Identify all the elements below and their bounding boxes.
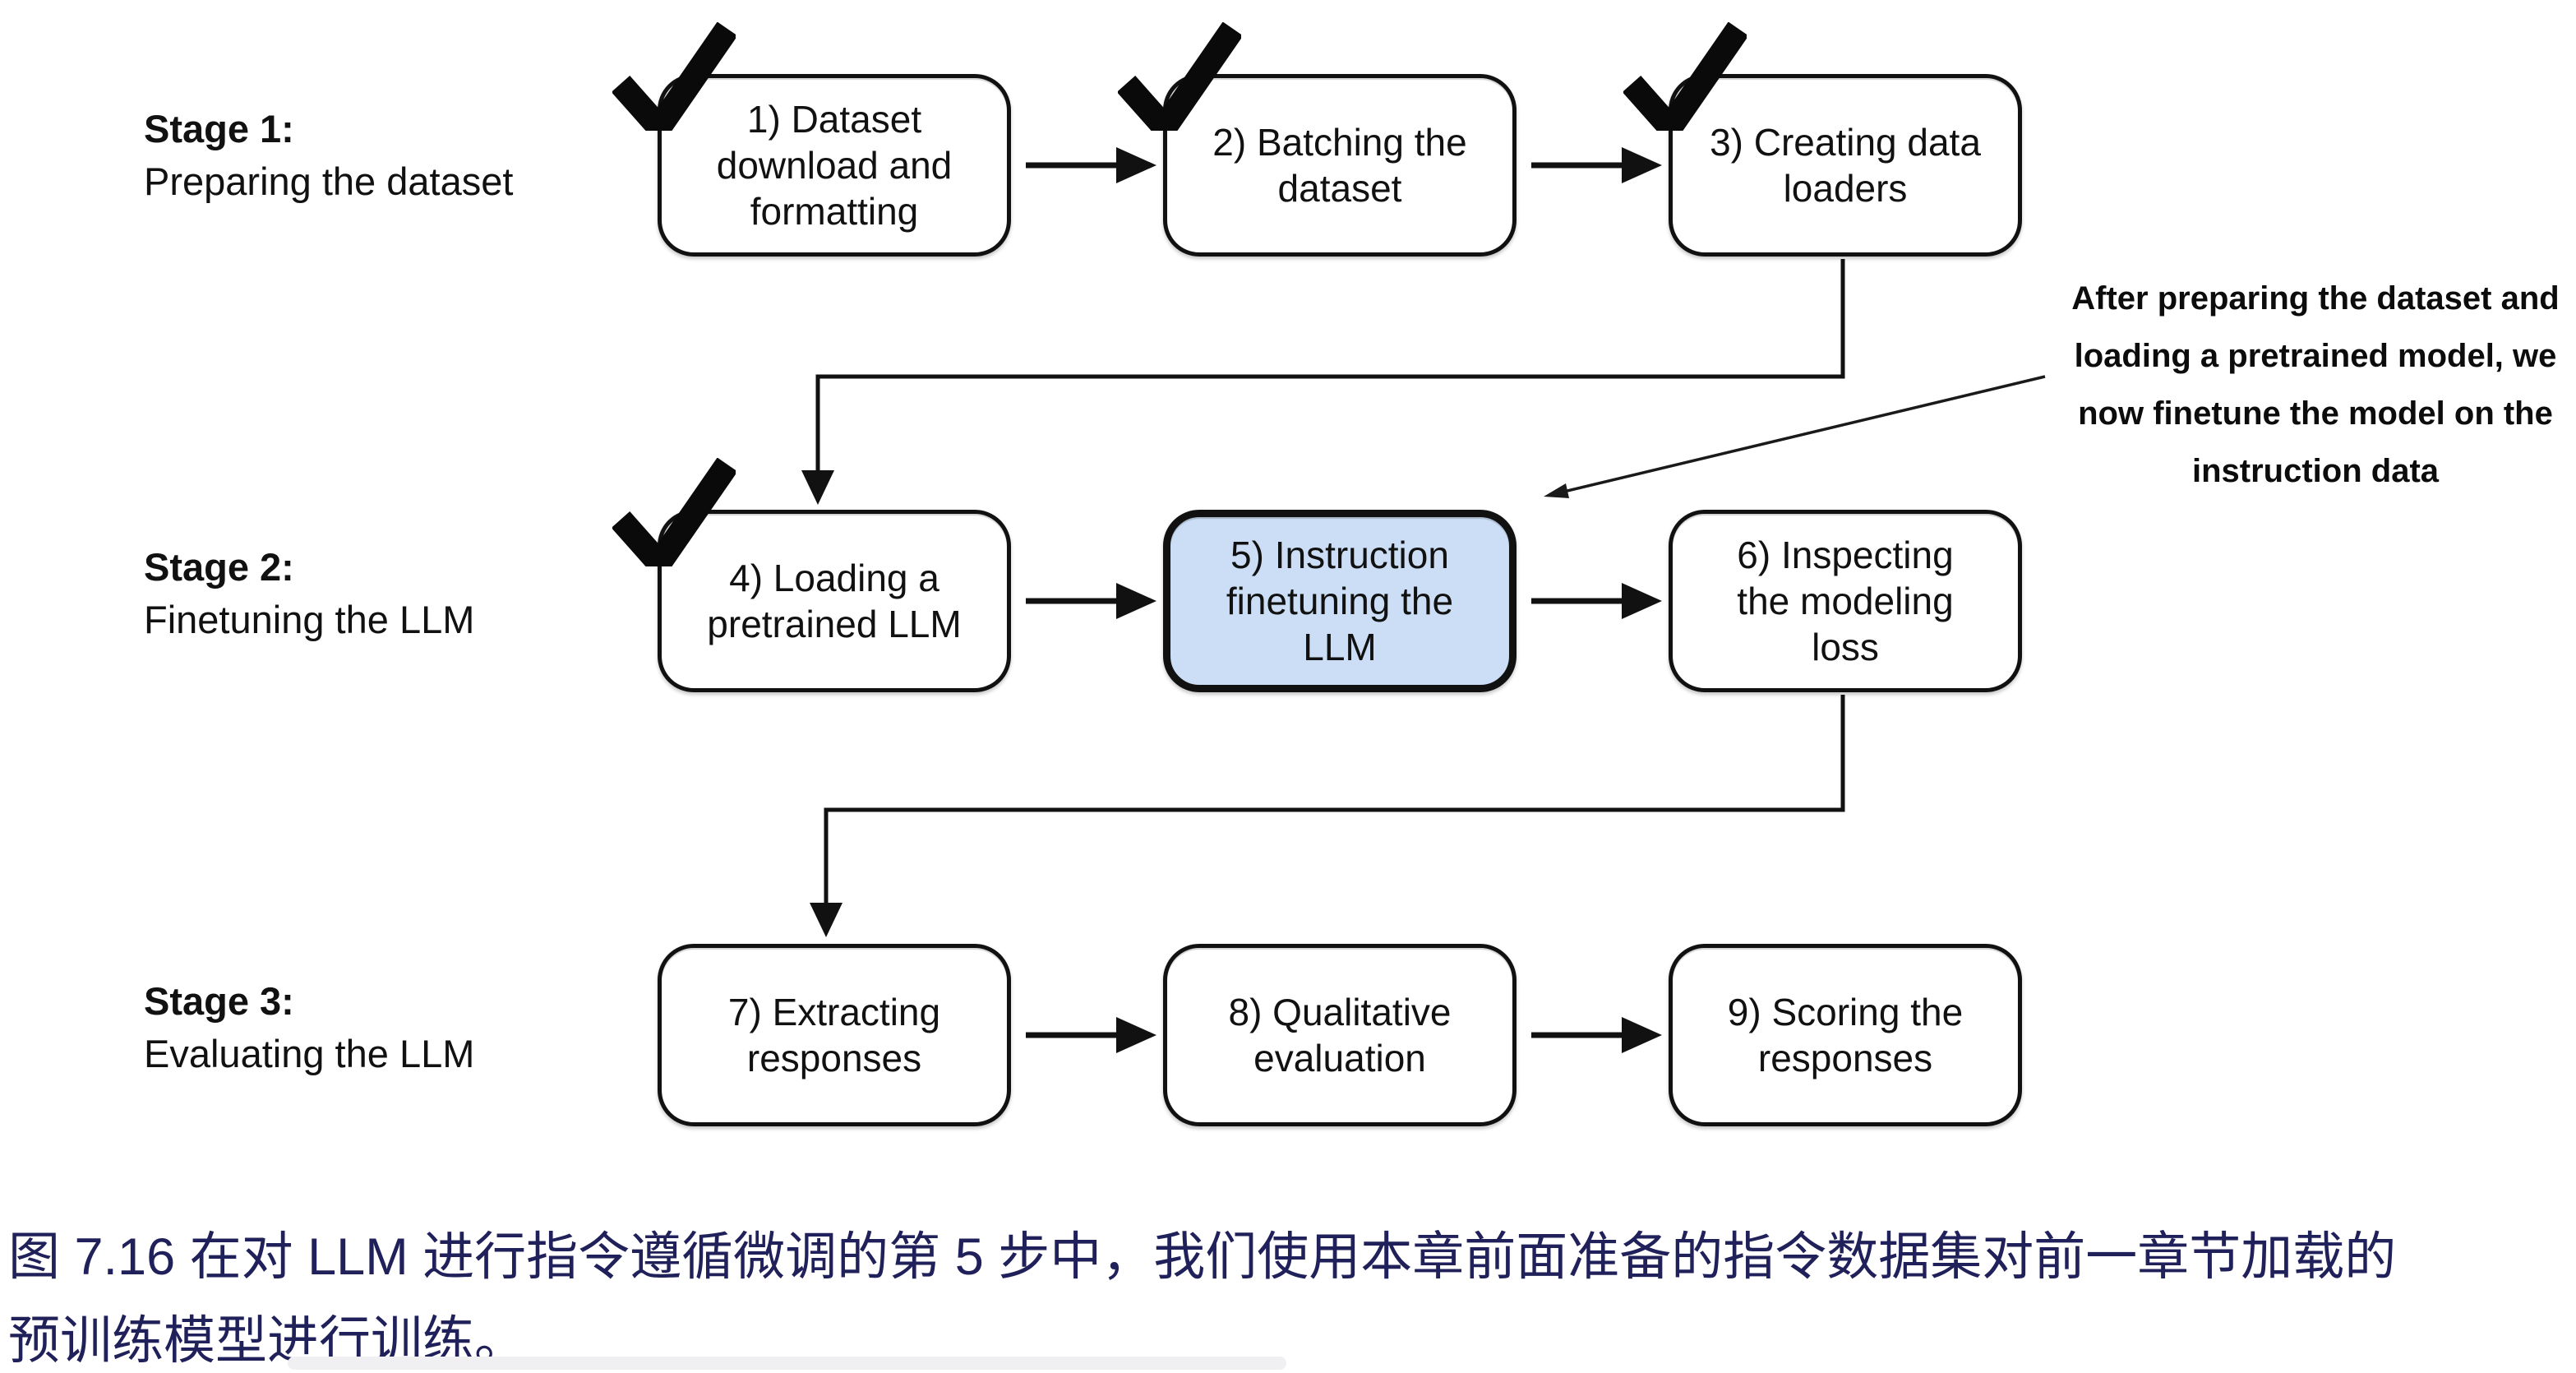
stage-2-subtitle: Finetuning the LLM: [144, 598, 475, 641]
stage-1-title: Stage 1:: [144, 107, 294, 150]
stage-2-title: Stage 2:: [144, 545, 294, 589]
arrow-8-to-9: [1531, 1017, 1662, 1053]
step-box-6: 6) Inspecting the modeling loss: [1669, 510, 2022, 692]
stage-1-subtitle: Preparing the dataset: [144, 159, 514, 203]
step-box-3: 3) Creating data loaders: [1669, 74, 2022, 257]
annotation-line: instruction data: [2191, 453, 2440, 489]
step-box-8: 8) Qualitative evaluation: [1163, 944, 1517, 1126]
step-box-2: 2) Batching the dataset: [1163, 74, 1517, 257]
elbow-arrow-6-to-7: [810, 695, 1845, 937]
checkmark-icon: [1623, 22, 1747, 131]
annotation-line: After preparing the dataset and: [2071, 280, 2560, 317]
checkmark-icon: [612, 458, 736, 566]
caption-line-1: 图 7.16 在对 LLM 进行指令遵循微调的第 5 步中，我们使用本章前面准备…: [8, 1228, 2397, 1286]
step-box-9: 9) Scoring the responses: [1669, 944, 2022, 1126]
annotation-note: After preparing the dataset and loading …: [2057, 270, 2574, 500]
stage-1-label: Stage 1: Preparing the dataset: [144, 103, 513, 208]
arrow-2-to-3: [1531, 147, 1662, 183]
checkmark-icon: [1118, 22, 1241, 131]
annotation-line: now finetune the model on the: [2078, 395, 2553, 432]
stage-3-subtitle: Evaluating the LLM: [144, 1032, 475, 1075]
elbow-arrow-3-to-4: [801, 259, 1845, 505]
stage-3-label: Stage 3: Evaluating the LLM: [144, 975, 474, 1080]
step-box-5-highlighted: 5) Instruction finetuning the LLM: [1163, 510, 1517, 692]
arrow-1-to-2: [1026, 147, 1156, 183]
stage-2-label: Stage 2: Finetuning the LLM: [144, 541, 474, 646]
arrow-5-to-6: [1531, 583, 1662, 619]
arrow-7-to-8: [1026, 1017, 1156, 1053]
bottom-faded-strip: [288, 1357, 1286, 1370]
checkmark-icon: [612, 22, 736, 131]
annotation-line: loading a pretrained model, we: [2074, 338, 2557, 374]
step-box-7: 7) Extracting responses: [658, 944, 1011, 1126]
step-box-4: 4) Loading a pretrained LLM: [658, 510, 1011, 692]
arrow-4-to-5: [1026, 583, 1156, 619]
annotation-pointer-arrow: [1544, 375, 2046, 498]
figure-caption: 图 7.16 在对 LLM 进行指令遵循微调的第 5 步中，我们使用本章前面准备…: [8, 1215, 2568, 1373]
stage-3-title: Stage 3:: [144, 979, 294, 1023]
step-box-1: 1) Dataset download and formatting: [658, 74, 1011, 257]
